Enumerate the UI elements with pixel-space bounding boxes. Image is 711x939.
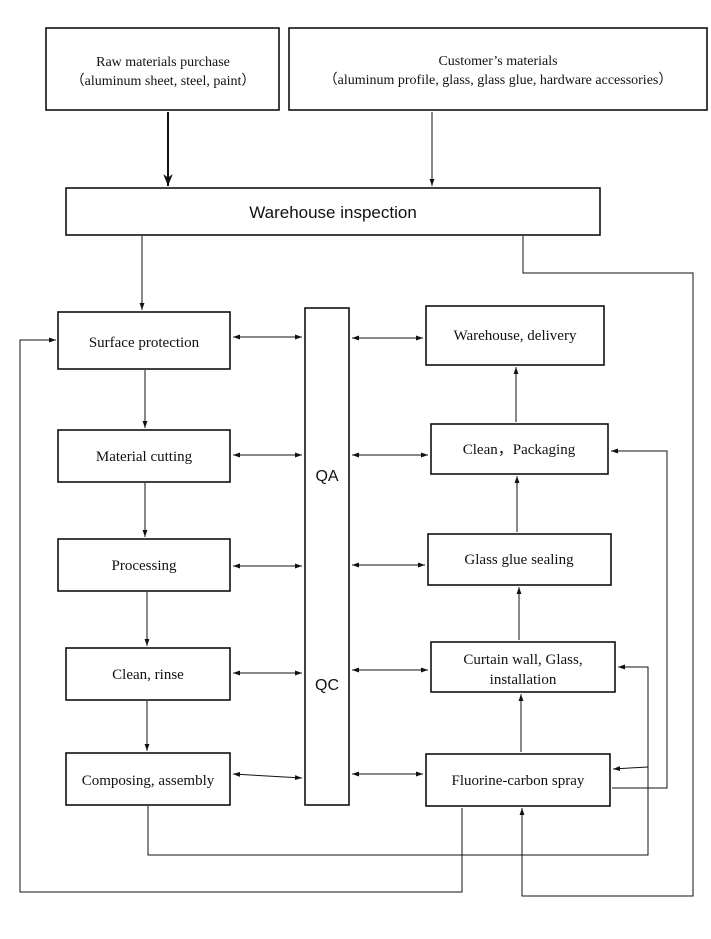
fluorine-spray-box — [425, 753, 611, 807]
curtain-wall-label-line2: installation — [490, 672, 557, 688]
composing-assembly-label: Composing, assembly — [82, 773, 215, 789]
curtain-wall-box — [430, 641, 616, 693]
spray-to-packaging-loop — [611, 448, 668, 789]
clean-rinse-box — [65, 647, 231, 701]
qa-label: QA — [315, 468, 338, 485]
material-cutting-box — [57, 429, 231, 483]
clean-packaging-box — [430, 423, 609, 475]
raw-materials-title: Raw materials purchase — [96, 55, 230, 70]
glass-glue-sealing-box — [427, 533, 612, 586]
composing-assembly-box — [65, 752, 231, 806]
qc-label: QC — [315, 677, 339, 694]
composing-to-curtain-loop — [147, 664, 649, 856]
glass-glue-sealing-label: Glass glue sealing — [464, 552, 574, 568]
clean-rinse-label: Clean, rinse — [112, 667, 184, 683]
warehouse-to-spray-loop — [519, 236, 694, 897]
warehouse-inspection-box — [65, 187, 601, 236]
composing-qa-link — [232, 771, 303, 781]
warehouse-delivery-label: Warehouse, delivery — [454, 328, 577, 344]
raw-materials-detail: （aluminum sheet, steel, paint） — [71, 73, 256, 89]
clean-packaging-label: Clean，Packaging — [463, 442, 576, 458]
qa-qc-column — [304, 307, 350, 806]
customer-materials-box — [288, 27, 708, 111]
customer-materials-detail: （aluminum profile, glass, glass glue, ha… — [324, 72, 673, 88]
warehouse-inspection-label: Warehouse inspection — [249, 203, 417, 222]
customer-materials-title: Customer’s materials — [438, 54, 557, 69]
processing-label: Processing — [112, 558, 177, 574]
spray-to-surface-loop — [19, 337, 463, 893]
surface-protection-box — [57, 311, 231, 370]
warehouse-delivery-box — [425, 305, 605, 366]
processing-box — [57, 538, 231, 592]
spray-right-return-arrow — [612, 766, 649, 772]
surface-protection-label: Surface protection — [89, 335, 200, 351]
fluorine-spray-label: Fluorine-carbon spray — [452, 773, 585, 789]
raw-materials-box — [45, 27, 280, 111]
curtain-wall-label-line1: Curtain wall, Glass, — [463, 652, 582, 668]
material-cutting-label: Material cutting — [96, 449, 193, 465]
